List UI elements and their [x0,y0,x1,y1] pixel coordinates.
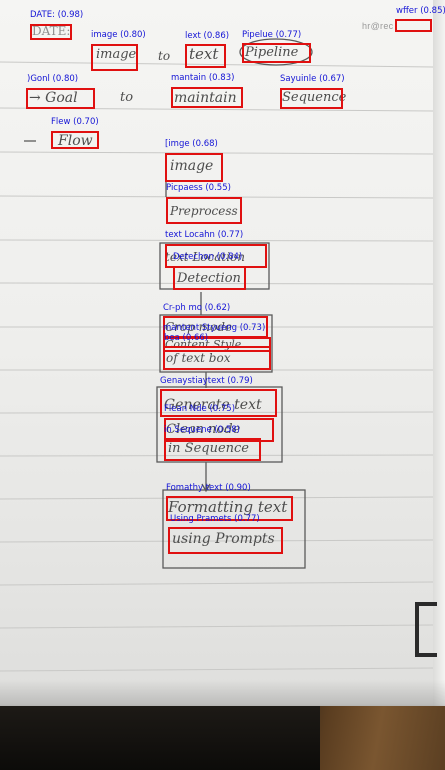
handwriting-using-prompts: using Prompts [172,531,275,547]
detection-label-12: Detechon (0.84) [173,252,243,262]
detection-label-2: image (0.80) [91,30,146,40]
detection-label-10: Picpaess (0.55) [166,183,231,193]
detection-box-2 [91,44,138,71]
binder-clip-mark [415,602,437,657]
handwriting-generate-text: Generate text [164,397,262,413]
detection-box-9 [165,153,223,182]
handwriting-maintain: maintain [174,90,237,106]
handwriting-detection: Detection [177,271,241,286]
detection-label-9: [imge (0.68) [165,139,218,149]
detection-label-11: text Locahn (0.77) [165,230,244,240]
detection-label-16: Genaystiaytext (0.79) [160,376,253,386]
detection-box-10 [166,197,242,224]
detection-label-13: Cr-ph mo (0.62) [163,303,231,313]
detection-box-14 [163,337,271,352]
detection-box-20 [168,527,283,554]
detection-box-0 [30,24,72,40]
handwriting-text: text [189,45,219,63]
ruled-lines [0,61,434,672]
detection-box-18 [164,438,261,461]
notebook-page [0,0,445,712]
handwriting-in-sequence: in Sequence [168,441,249,456]
detection-box-5 [26,88,95,109]
detection-box-15 [163,346,271,370]
handwriting-flow: Flow [58,133,93,149]
detection-label-8: Flew (0.70) [51,117,99,127]
detection-box-12 [173,266,246,290]
handwriting-text-location: text Location [165,250,246,264]
corner-watermark-text: hr@rec [362,21,394,31]
detection-label-14: mantent Styueng (0.73) [163,323,266,333]
detection-label-15: bea (0.66) [164,333,209,343]
handwriting-formatting-text: Formatting text [168,498,288,516]
detection-label-4: Pipelue (0.77) [242,30,302,40]
detection-label-17: Flean Nde (0.75) [164,404,236,414]
detection-label-5: )Gonl (0.80) [27,74,79,84]
flowchart-sketch [24,38,313,569]
handwriting-image: image [96,47,137,62]
handwriting-to-2: to [120,90,134,105]
detection-label-6: mantain (0.83) [171,73,235,83]
detection-label-0: DATE: (0.98) [30,10,84,20]
handwriting-pipeline: Pipeline [245,45,299,60]
detection-box-7 [280,88,343,109]
handwriting-image-2: image [170,158,214,174]
handwriting-text-box: of text box [166,351,231,365]
handwriting-to: to [158,49,171,63]
detection-label-7: Sayuinle (0.67) [280,74,345,84]
page-right-edge [433,0,445,712]
detection-box-3 [185,44,226,68]
handwriting-goal: → Goal [29,90,78,106]
detection-box-1 [395,19,432,32]
desk-shadow [0,706,320,770]
handwriting-clean-node: Clean node [166,422,241,437]
detection-box-17 [164,418,274,442]
detection-box-19 [166,496,293,521]
handwriting-content-style: Content Style [165,338,242,351]
handwriting-sequence: Sequence [282,90,347,105]
detection-box-4 [242,43,311,63]
handwriting-crop-mode: Crop mode [165,320,233,334]
detection-box-16 [160,389,277,417]
detection-label-18: in Sequene (0.58) [164,425,240,435]
detection-label-3: lext (0.86) [185,31,230,41]
detection-label-1: wffer (0.85) [396,6,445,16]
detection-label-19: Fomathy text (0.90) [166,483,251,493]
detection-label-20: Using Pramets (0.77) [170,514,260,524]
handwriting-date: DATE: [32,24,71,38]
detection-box-6 [171,87,243,108]
handwriting-preprocess: Preprocess [170,204,238,218]
detection-box-8 [51,131,99,149]
